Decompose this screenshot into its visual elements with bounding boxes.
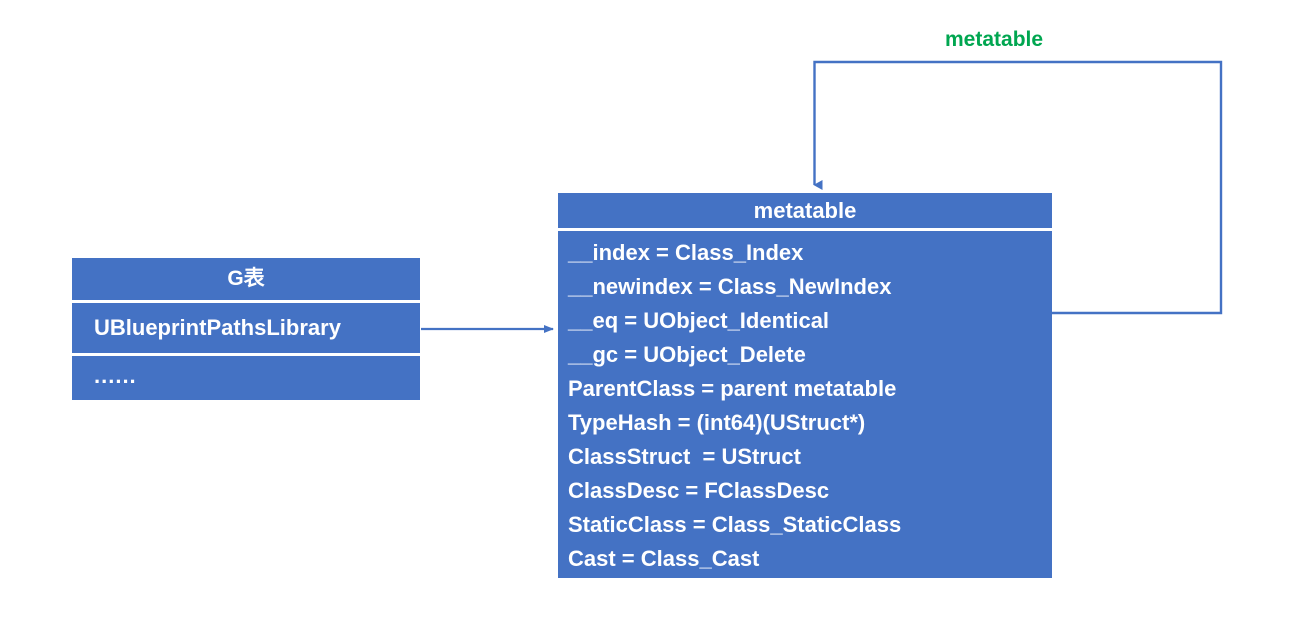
metatable-box: metatable __index = Class_Index __newind…: [558, 193, 1052, 578]
metatable-row-newindex: __newindex = Class_NewIndex: [568, 274, 892, 299]
metatable-row-eq: __eq = UObject_Identical: [568, 308, 830, 333]
g-table-row-ublueprintpathslibrary[interactable]: UBlueprintPathsLibrary: [94, 315, 341, 340]
metatable-row-cast: Cast = Class_Cast: [568, 546, 760, 571]
metatable-row-classstruct: ClassStruct = UStruct: [568, 444, 801, 469]
metatable-row-typehash: TypeHash = (int64)(UStruct*): [568, 410, 866, 435]
metatable-row-classdesc: ClassDesc = FClassDesc: [568, 478, 830, 503]
g-table-row-separator: [72, 353, 420, 356]
g-table-box: G表 UBlueprintPathsLibrary ......: [72, 258, 420, 400]
metatable-row-index: __index = Class_Index: [568, 240, 804, 265]
g-table-row-ellipsis: ......: [94, 363, 137, 388]
metatable-row-parentclass: ParentClass = parent metatable: [568, 376, 897, 401]
metatable-header: metatable: [753, 198, 857, 223]
self-loop-edge-label: metatable: [945, 28, 1044, 51]
g-table-header: G表: [227, 267, 265, 290]
metatable-row-gc: __gc = UObject_Delete: [568, 342, 806, 367]
metatable-row-staticclass: StaticClass = Class_StaticClass: [568, 512, 902, 537]
metatable-header-separator: [558, 228, 1052, 231]
g-table-header-separator: [72, 300, 420, 303]
metatable-rows: __index = Class_Index __newindex = Class…: [558, 231, 1052, 576]
